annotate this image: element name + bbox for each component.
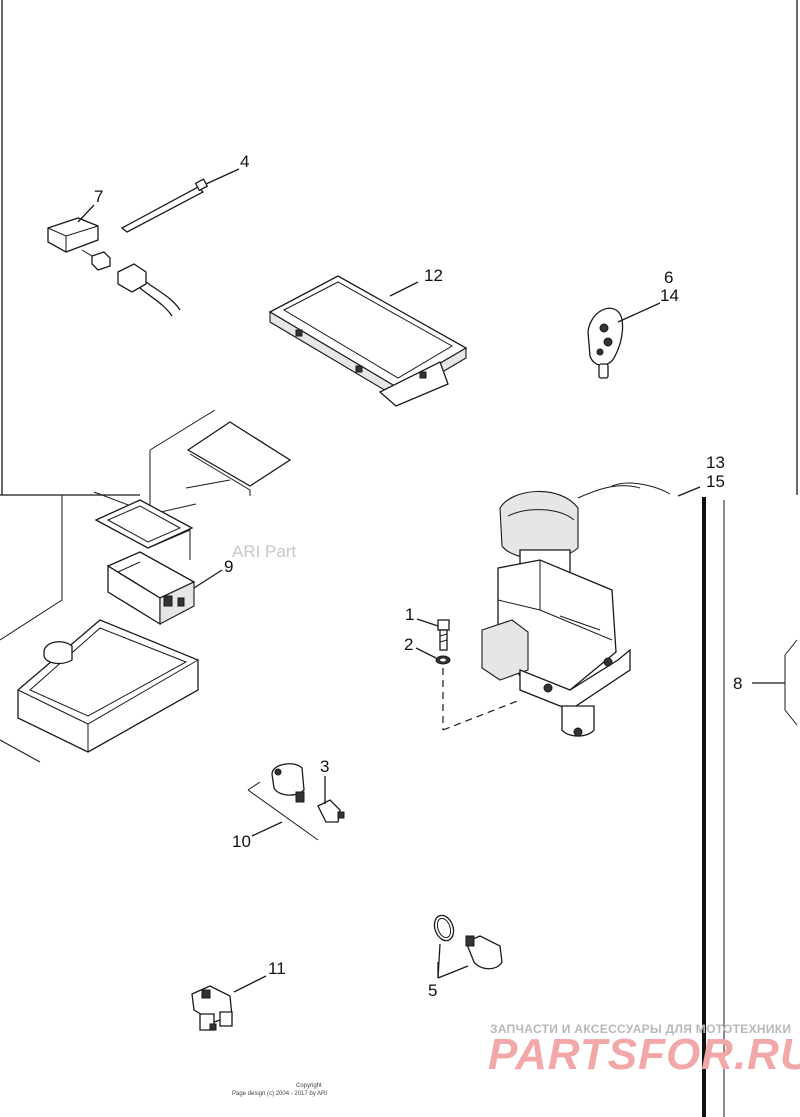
part-connector-7: [47, 217, 181, 317]
part-switch-10: [247, 763, 345, 841]
callout-12: 12: [424, 266, 443, 285]
callout-8: 8: [733, 674, 742, 693]
leader-lines: [77, 168, 701, 993]
part-screw-and-washer: [435, 619, 521, 731]
page-design-credit: Page design (c) 2004 - 2017 by ARI: [232, 1091, 328, 1097]
part-key-fob: [587, 307, 624, 379]
callout-7: 7: [94, 187, 103, 206]
part-control-module-12: [268, 275, 468, 407]
callout-15: 15: [706, 472, 725, 491]
callout-9: 9: [224, 557, 233, 576]
shop-brand-logo: PARTSFOR.RU: [488, 1030, 800, 1079]
callout-1: 1: [405, 605, 414, 624]
callout-5: 5: [428, 981, 437, 1000]
ari-watermark: ARI Part: [232, 542, 297, 561]
callout-10: 10: [232, 832, 251, 851]
callout-3: 3: [320, 757, 329, 776]
part-sensor-5: [433, 914, 503, 970]
part-ignition-switch-assembly: [481, 482, 671, 737]
callout-labels: 4 7 12 6 14 13 15 9 1 2 8 3 10 11 5: [94, 152, 742, 1000]
callout-6: 6: [664, 268, 673, 287]
callout-11: 11: [268, 959, 286, 978]
part-sensor-11: [191, 985, 233, 1031]
callout-14: 14: [660, 286, 679, 305]
copyright-label: Copyright: [296, 1083, 322, 1089]
callout-2: 2: [404, 635, 413, 654]
callout-13: 13: [706, 453, 725, 472]
callout-4: 4: [240, 152, 249, 171]
shop-tagline: ЗАПЧАСТИ И АКСЕССУАРЫ ДЛЯ МОТОТЕХНИКИ: [490, 1022, 792, 1036]
part-cable-tie: [120, 178, 209, 233]
part-bracket-and-battery-9: [0, 409, 292, 763]
